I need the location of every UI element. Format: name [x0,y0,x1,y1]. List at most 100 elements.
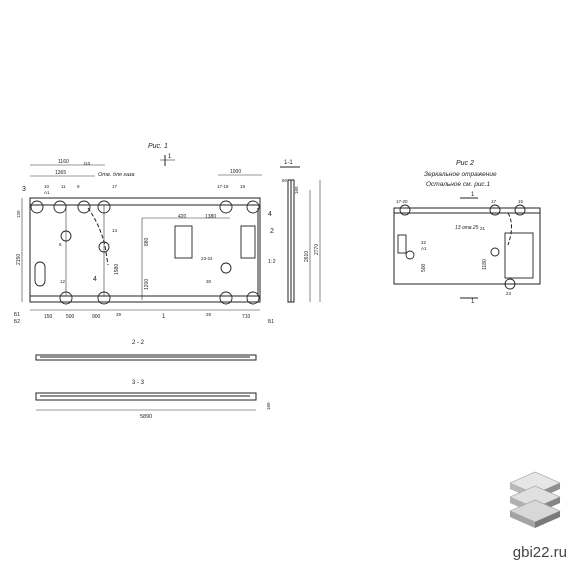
fig2-hole-5 [490,247,500,257]
door-opening-1 [240,225,256,259]
fig2-mark-23: 23 [506,291,512,296]
hole-bottom-right [246,291,260,305]
dim-top-1365: 1365 [55,170,66,176]
hole-top-left [30,200,44,214]
side-dim-160: 160 [266,402,271,410]
dim-bottom-900: 900 [92,314,101,320]
section-2-2-label: 2 - 2 [132,340,145,346]
section-marker-1-bottom: 1 [162,314,166,320]
dim-inner-1380: 1380 [205,214,216,220]
section-dim-60: 60 [282,178,288,183]
hole-bottom-2 [97,291,111,305]
mark-19: 19 [240,184,246,189]
hole-bottom-1 [59,291,73,305]
fig2-mark-a1: A1 [421,246,427,251]
num-2: 2 [270,228,274,235]
mark-8: 8 [59,242,62,247]
section-3-3-strip [35,392,257,401]
window-opening-1 [174,225,193,259]
section-2-2-strip [35,354,257,361]
fig2-dim-500: 500 [421,263,427,272]
dim-top-1000: 1000 [230,169,241,175]
dim-bottom-710: 710 [242,314,251,320]
section-3-3-label: 3 - 3 [132,380,145,386]
mark-10-a1: A1 [44,190,50,195]
section-dim-2610: 2610 [304,251,310,262]
mark-17-18: 17-18 [217,184,229,189]
fig2-window-opening [504,232,534,279]
dim-left-2150: 2150 [16,254,22,265]
hole-mid-2 [98,241,110,253]
mark-29: 29 [116,312,122,317]
num-3: 3 [22,186,26,193]
fig2-mark-17-20: 17-20 [396,199,408,204]
fig2-num-1-bottom: 1 [471,299,475,305]
fig2-dashed-line [412,212,512,246]
mark-b1-left: Б1 [14,312,20,318]
fig2-mark-15: 15 [518,199,524,204]
section-dim-2770: 2770 [314,244,320,255]
ratio-label: 1:2 [268,259,276,265]
dim-inner-1200: 1200 [144,279,150,290]
section-dim-160: 160 [294,186,299,194]
mark-28: 28 [206,312,212,317]
fig2-hole-1 [399,204,411,216]
dim-top-1160: 1160 [58,159,69,165]
watermark-logo [509,471,561,528]
dim-inner-880: 880 [144,237,150,246]
mark-10: 10 [44,184,50,189]
hole-top-right [246,200,260,214]
hole-mid-3 [220,262,232,274]
hole-top-3 [77,200,91,214]
dim-inner-420: 420 [178,214,187,220]
figure-2: Рис 2 Зеркальное отражение Остальное см.… [393,160,541,305]
fig2-slot-opening [397,234,407,254]
dim-left-120: 120 [16,210,21,218]
mark-12: 12 [60,279,66,284]
watermark-site-text: gbi22.ru [512,544,567,561]
mark-b2-left: Б2 [14,319,20,325]
hole-top-4 [97,200,111,214]
fig2-inner-label: 13 отв.25 [455,225,479,231]
hole-mid-1 [60,230,72,242]
fig2-hole-3 [514,204,526,216]
dim-bottom-500: 500 [66,314,75,320]
num-4-a: 4 [268,211,272,218]
fig2-mark-21: 21 [480,226,486,231]
mark-9: 9 [77,184,80,189]
fig2-mark-17: 17 [491,199,497,204]
dim-inner-1580: 1580 [114,264,120,275]
figure-2-title: Рис 2 [456,160,474,167]
dim-bottom-150: 150 [44,314,53,320]
slot-opening-left [34,261,46,287]
hole-top-2 [53,200,67,214]
fig2-panel-outline [393,207,541,285]
logo-slab-3-right [535,511,560,528]
mark-11: 11 [61,184,66,189]
dim-top-110: 110 [83,161,91,166]
hole-top-5 [219,200,233,214]
main-panel-outline [29,197,261,303]
mark-23-24: 23-24 [201,256,213,261]
num-4-b: 4 [93,276,97,283]
long-dim-5890: 5890 [140,414,152,420]
section-marker-1-top-label: 1 [168,154,172,160]
mark-b1-right: Б1 [268,319,274,325]
fig2-hole-2 [489,204,501,216]
gas-dashed-line [80,204,218,266]
hole-bottom-3 [219,291,233,305]
logo-slab-3-left [510,511,535,528]
figure-1-title: Рис. 1 [148,143,168,150]
mark-17-top: 17 [112,184,118,189]
figure-2-caption-1: Зеркальное отражение [424,171,497,178]
fig2-mark-22: 22 [421,240,427,245]
fig2-num-1-top: 1 [471,192,475,198]
fig2-dim-1180: 1180 [482,259,488,270]
mark-13: 13 [112,228,118,233]
fig2-hole-4 [405,250,415,260]
mark-30: 30 [206,279,212,284]
figure-2-caption-2: Остальное см. рис.1 [426,181,490,188]
gas-hole-label: Отв. для газа [98,172,135,178]
figure-1: Рис. 1 1 1160 [14,143,321,420]
